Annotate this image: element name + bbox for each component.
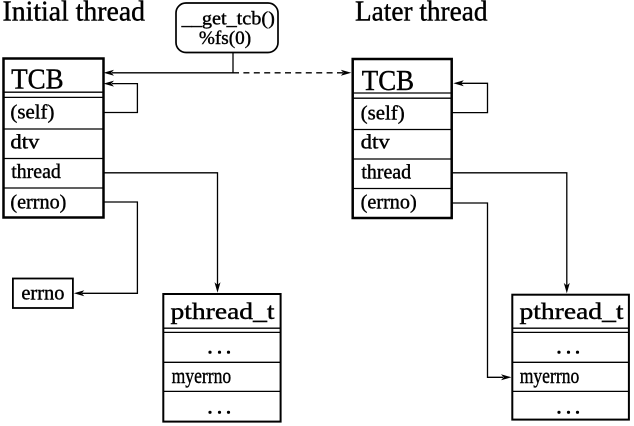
svg-text:errno: errno xyxy=(21,283,64,305)
svg-text:dtv: dtv xyxy=(361,132,390,154)
svg-text:__get_tcb(): __get_tcb() xyxy=(181,9,275,30)
svg-text:myerrno: myerrno xyxy=(520,363,580,388)
svg-text:Initial thread: Initial thread xyxy=(3,0,146,28)
svg-text:%fs(0): %fs(0) xyxy=(199,28,251,49)
svg-text:thread: thread xyxy=(361,161,411,183)
svg-text:thread: thread xyxy=(11,161,61,183)
svg-text:(self): (self) xyxy=(10,102,54,124)
svg-text:(errno): (errno) xyxy=(361,192,417,214)
svg-text:TCB: TCB xyxy=(362,66,414,97)
svg-text:(errno): (errno) xyxy=(10,191,66,213)
svg-text:pthread_t: pthread_t xyxy=(520,299,625,325)
svg-text:myerrno: myerrno xyxy=(172,363,232,388)
svg-text:(self): (self) xyxy=(361,102,405,124)
svg-text:Later thread: Later thread xyxy=(355,0,488,28)
svg-text:TCB: TCB xyxy=(11,65,64,96)
svg-text:dtv: dtv xyxy=(10,131,39,153)
svg-text:pthread_t: pthread_t xyxy=(171,299,276,325)
